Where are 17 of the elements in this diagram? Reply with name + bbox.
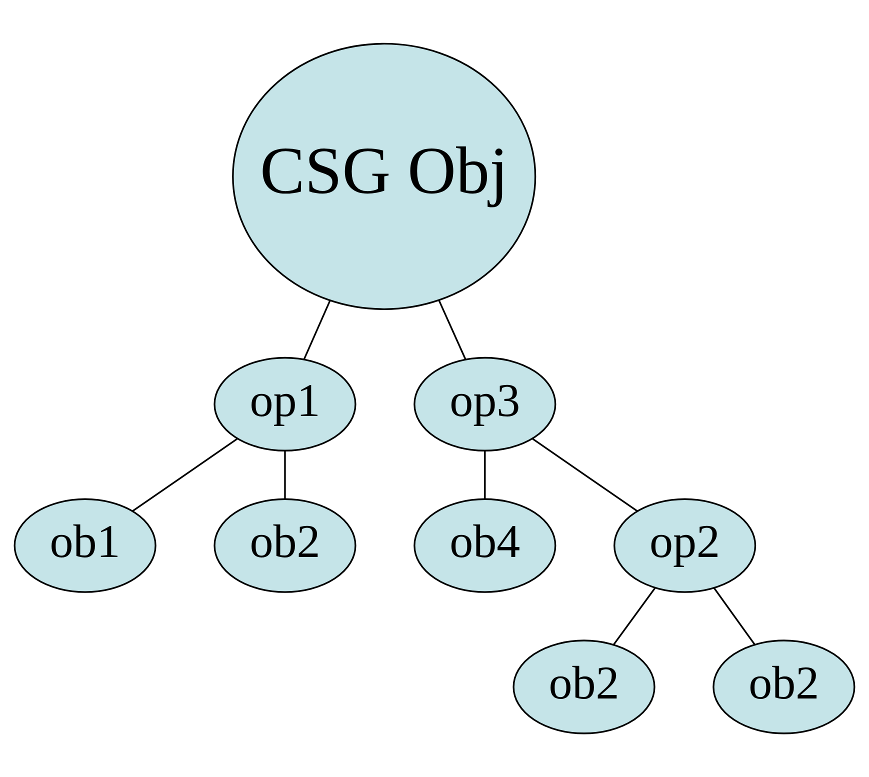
node-ellipse: op2	[614, 498, 756, 593]
connector	[612, 587, 656, 646]
connector	[713, 587, 756, 645]
node-ellipse: ob4	[414, 498, 556, 593]
connector	[438, 300, 466, 360]
node-ellipse: CSG Obj	[232, 42, 536, 310]
node-ellipse: ob1	[14, 498, 156, 593]
node-ellipse: op3	[414, 356, 556, 452]
node-ellipse: op1	[214, 356, 356, 452]
connector	[532, 438, 638, 512]
connector	[284, 451, 286, 500]
node-ellipse: ob2	[214, 498, 356, 593]
connector	[132, 438, 238, 512]
node-ellipse: ob2	[712, 640, 856, 734]
connector	[484, 451, 486, 500]
node-ellipse: ob2	[512, 640, 656, 734]
connector	[303, 300, 331, 360]
